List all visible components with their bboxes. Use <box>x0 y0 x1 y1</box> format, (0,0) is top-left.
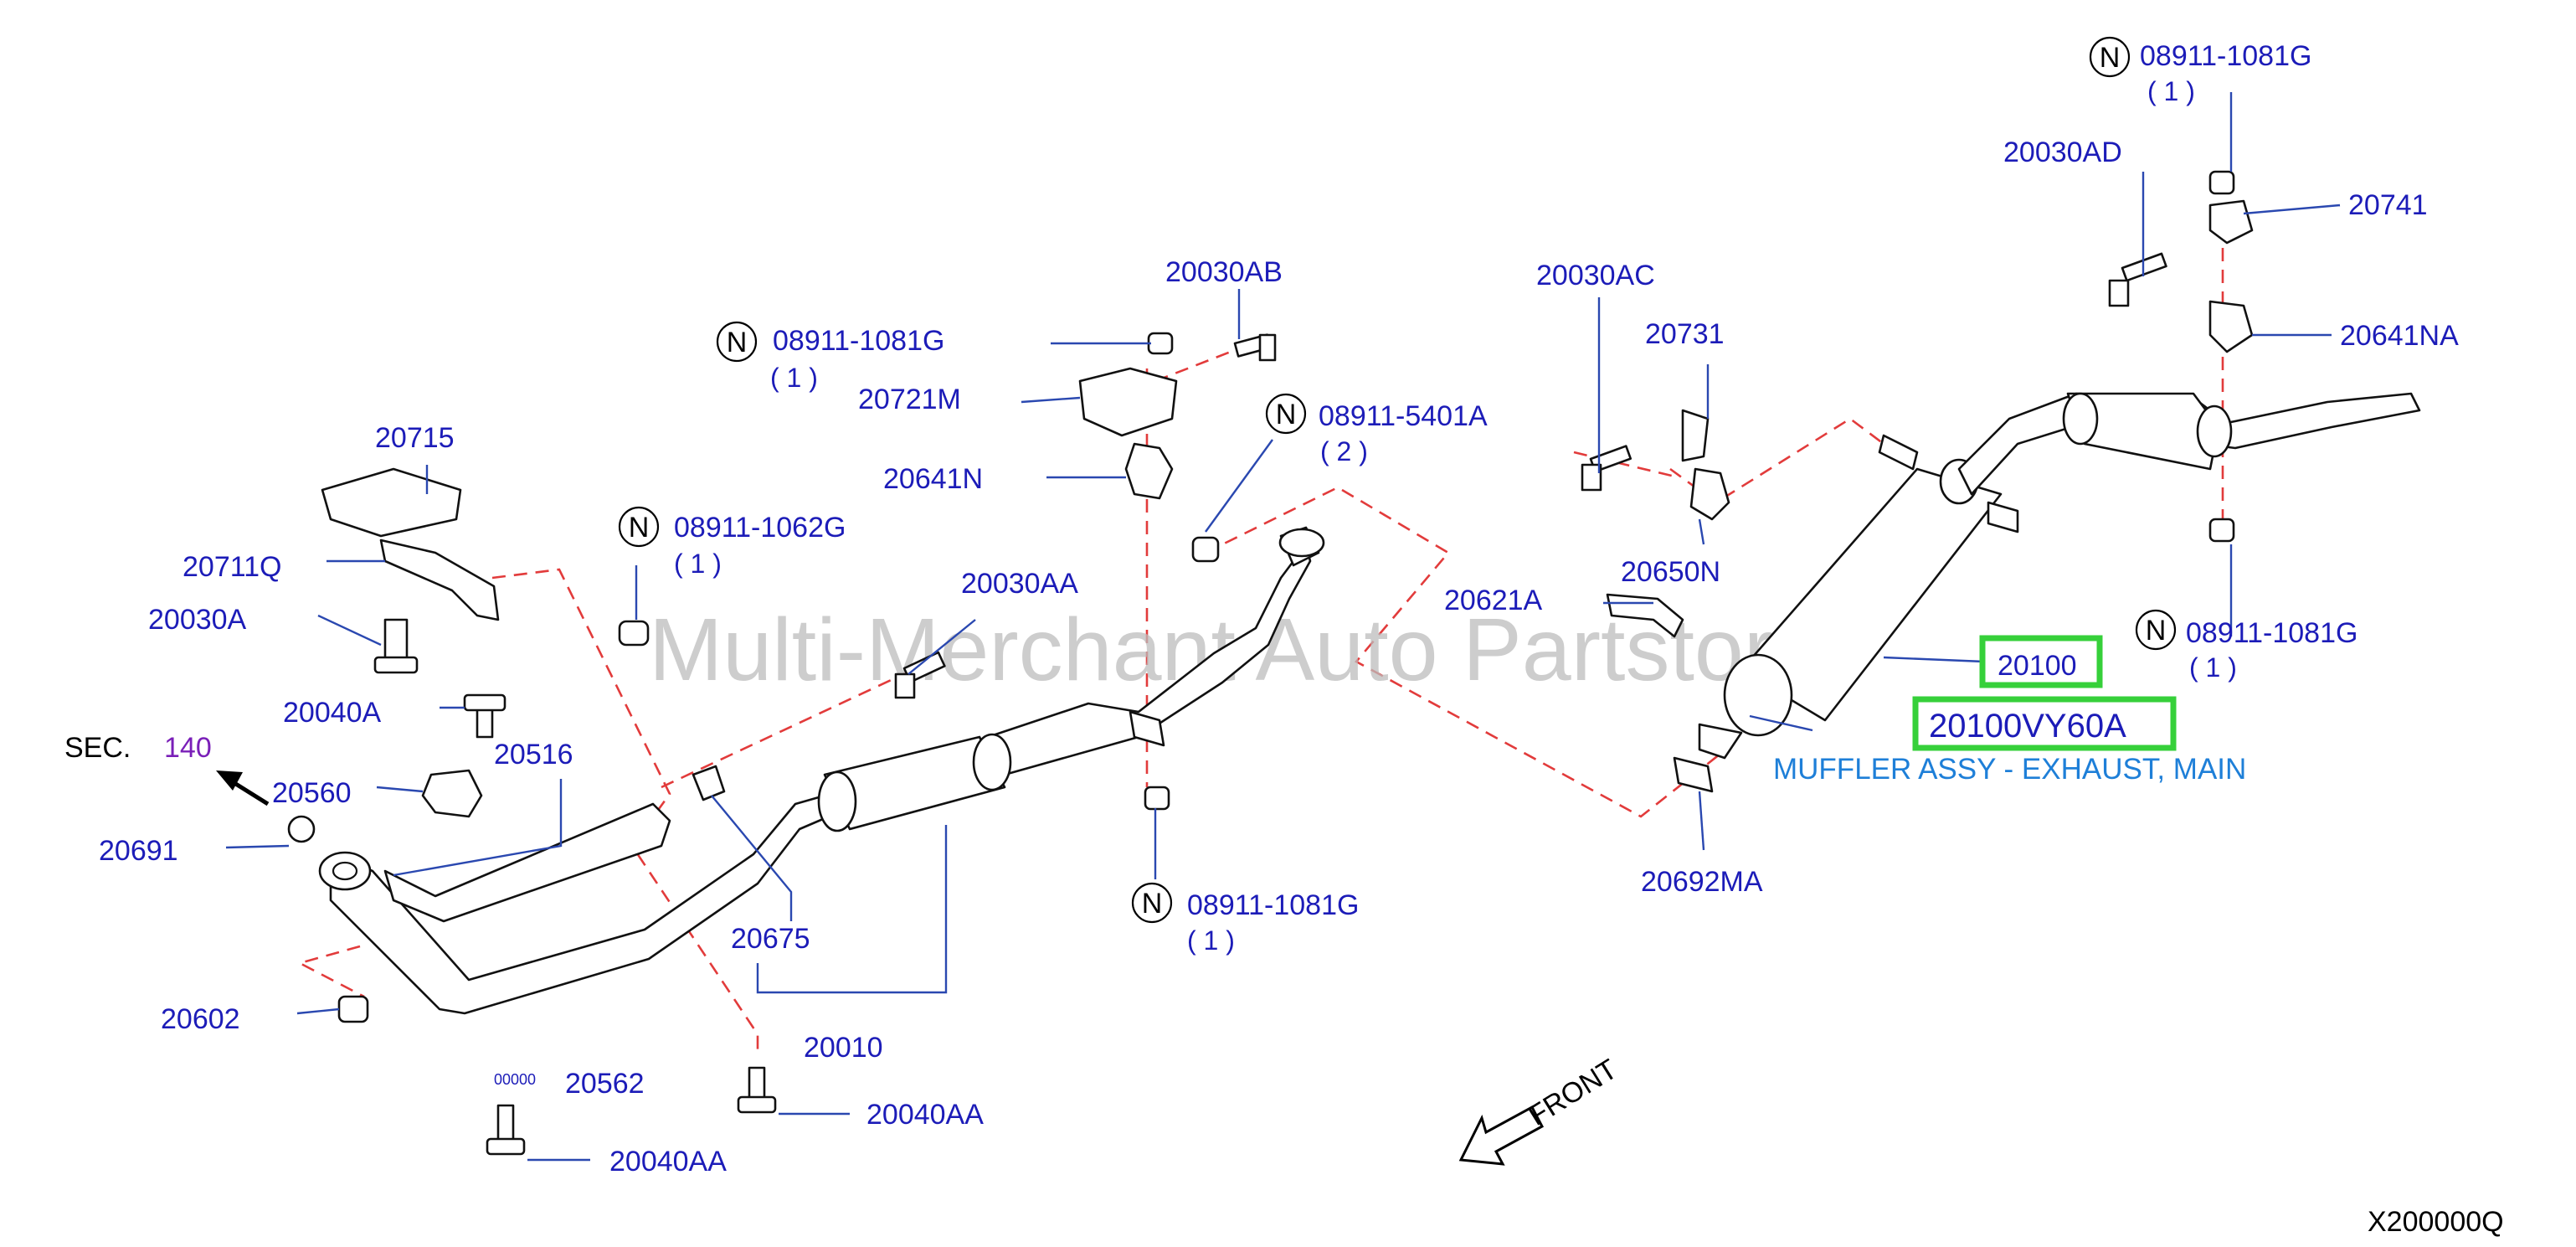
section-number-link: 140 <box>164 732 212 764</box>
quantity-label: ( 1 ) <box>2189 652 2237 683</box>
notice-n-icon: N <box>1142 888 1163 920</box>
label-20040aa: 20040AA <box>866 1099 984 1131</box>
label-20692ma: 20692MA <box>1641 866 1763 898</box>
label-20040a: 20040A <box>283 697 382 729</box>
section-reference: SEC. 140 <box>64 732 270 806</box>
label-08911-1081g: 08911-1081G <box>2140 40 2311 72</box>
notice-n-icon: N <box>2100 42 2121 74</box>
quantity-label: ( 1 ) <box>1187 925 1235 956</box>
front-arrow-icon <box>1458 1105 1545 1166</box>
label-08911-1081g: 08911-1081G <box>2186 617 2357 649</box>
label-20641n: 20641N <box>883 463 983 495</box>
label-08911-1081g: 08911-1081G <box>773 325 944 357</box>
label-20715: 20715 <box>375 422 455 454</box>
arrow-up-left-icon <box>216 770 243 791</box>
label-20030ab: 20030AB <box>1165 256 1283 288</box>
label-20641na: 20641NA <box>2340 320 2459 352</box>
label-20650n: 20650N <box>1621 556 1720 588</box>
label-20030ac: 20030AC <box>1536 260 1655 291</box>
part-description: MUFFLER ASSY - EXHAUST, MAIN <box>1773 753 2246 786</box>
label-08911-5401a: 08911-5401A <box>1319 400 1488 432</box>
label-20721m: 20721M <box>858 384 961 415</box>
heat-insulator <box>383 802 671 923</box>
notice-n-icon: N <box>1276 399 1297 430</box>
label-20030aa: 20030AA <box>961 568 1078 600</box>
label-20621a: 20621A <box>1444 585 1543 616</box>
oem-part-number: 20100VY60A <box>1929 708 2126 745</box>
quantity-label: ( 1 ) <box>770 363 818 393</box>
highlight-part-number: 20100 <box>1998 650 2077 682</box>
label-20675: 20675 <box>731 923 810 955</box>
label-20516: 20516 <box>494 739 573 770</box>
front-label: FRONT <box>1523 1054 1622 1132</box>
part-labels: 08911-1081G ( 1 ) 20030AD 20741 20641NA … <box>99 40 2459 1177</box>
label-20030a: 20030A <box>148 604 247 636</box>
label-20731: 20731 <box>1645 318 1725 350</box>
notice-n-icon: N <box>629 512 650 544</box>
label-20741: 20741 <box>2348 189 2428 221</box>
center-pipe-front-section <box>1278 526 1325 567</box>
label-20560: 20560 <box>272 777 352 809</box>
highlighted-part: 20100 20100VY60A MUFFLER ASSY - EXHAUST,… <box>1773 635 2246 786</box>
label-20562-marks: 00000 <box>494 1071 536 1088</box>
quantity-label: ( 1 ) <box>674 549 722 579</box>
notice-n-icon: N <box>2146 615 2167 647</box>
notice-n-icon: N <box>727 327 748 358</box>
front-direction-indicator: FRONT <box>1458 1054 1623 1166</box>
notice-markers: N N N N N N <box>618 36 2177 924</box>
label-20010: 20010 <box>804 1032 883 1064</box>
figure-code: X200000Q <box>2368 1206 2504 1238</box>
label-20030ad: 20030AD <box>2003 137 2122 168</box>
highlight-box-part-number <box>1979 635 2103 688</box>
front-pipe <box>318 794 830 1015</box>
label-08911-1081g: 08911-1081G <box>1187 889 1359 921</box>
label-20602: 20602 <box>161 1003 240 1035</box>
leader-lines <box>225 92 2341 1162</box>
label-08911-1062g: 08911-1062G <box>674 512 846 544</box>
highlight-box-oem-number <box>1912 696 2177 751</box>
quantity-label: ( 1 ) <box>2147 76 2195 106</box>
label-20040aa: 20040AA <box>609 1146 727 1177</box>
label-20711q: 20711Q <box>183 551 281 583</box>
label-20691: 20691 <box>99 835 178 867</box>
label-20562: 20562 <box>565 1068 645 1100</box>
main-muffler <box>1723 392 2421 737</box>
quantity-label: ( 2 ) <box>1320 436 1368 466</box>
section-prefix: SEC. <box>64 732 131 764</box>
hardware-parts <box>287 170 2254 1156</box>
